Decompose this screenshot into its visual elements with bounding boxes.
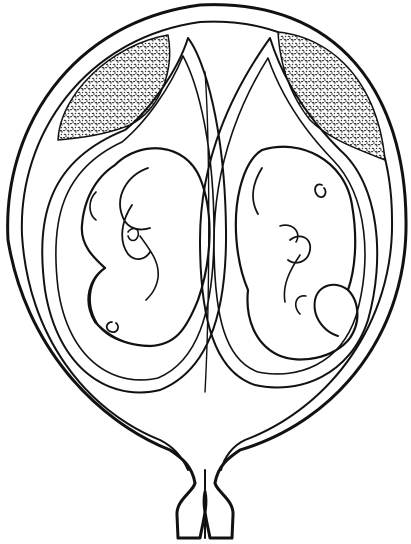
septum-line — [205, 72, 209, 392]
left-umbilical-cord — [140, 236, 158, 300]
left-fetus-hand — [128, 229, 138, 241]
left-fetus-head-contour — [90, 268, 150, 346]
right-fetus-body — [236, 147, 358, 360]
right-fetus-head-contour — [315, 285, 348, 336]
right-fetus-ear — [315, 184, 326, 197]
right-fetus-limb-curl — [280, 225, 298, 242]
left-fetus-arm — [122, 205, 150, 259]
right-fetus-arm — [253, 168, 262, 214]
right-fetus-leg — [288, 236, 310, 262]
cervix-left-lip — [177, 483, 206, 538]
left-fetus-foot — [90, 192, 96, 220]
cervix-right-lip — [204, 483, 233, 538]
left-fetus-body — [82, 148, 210, 346]
left-fetus-leg — [120, 168, 150, 229]
left-fetus-ear — [107, 322, 118, 332]
right-fetus-hand — [296, 296, 306, 314]
